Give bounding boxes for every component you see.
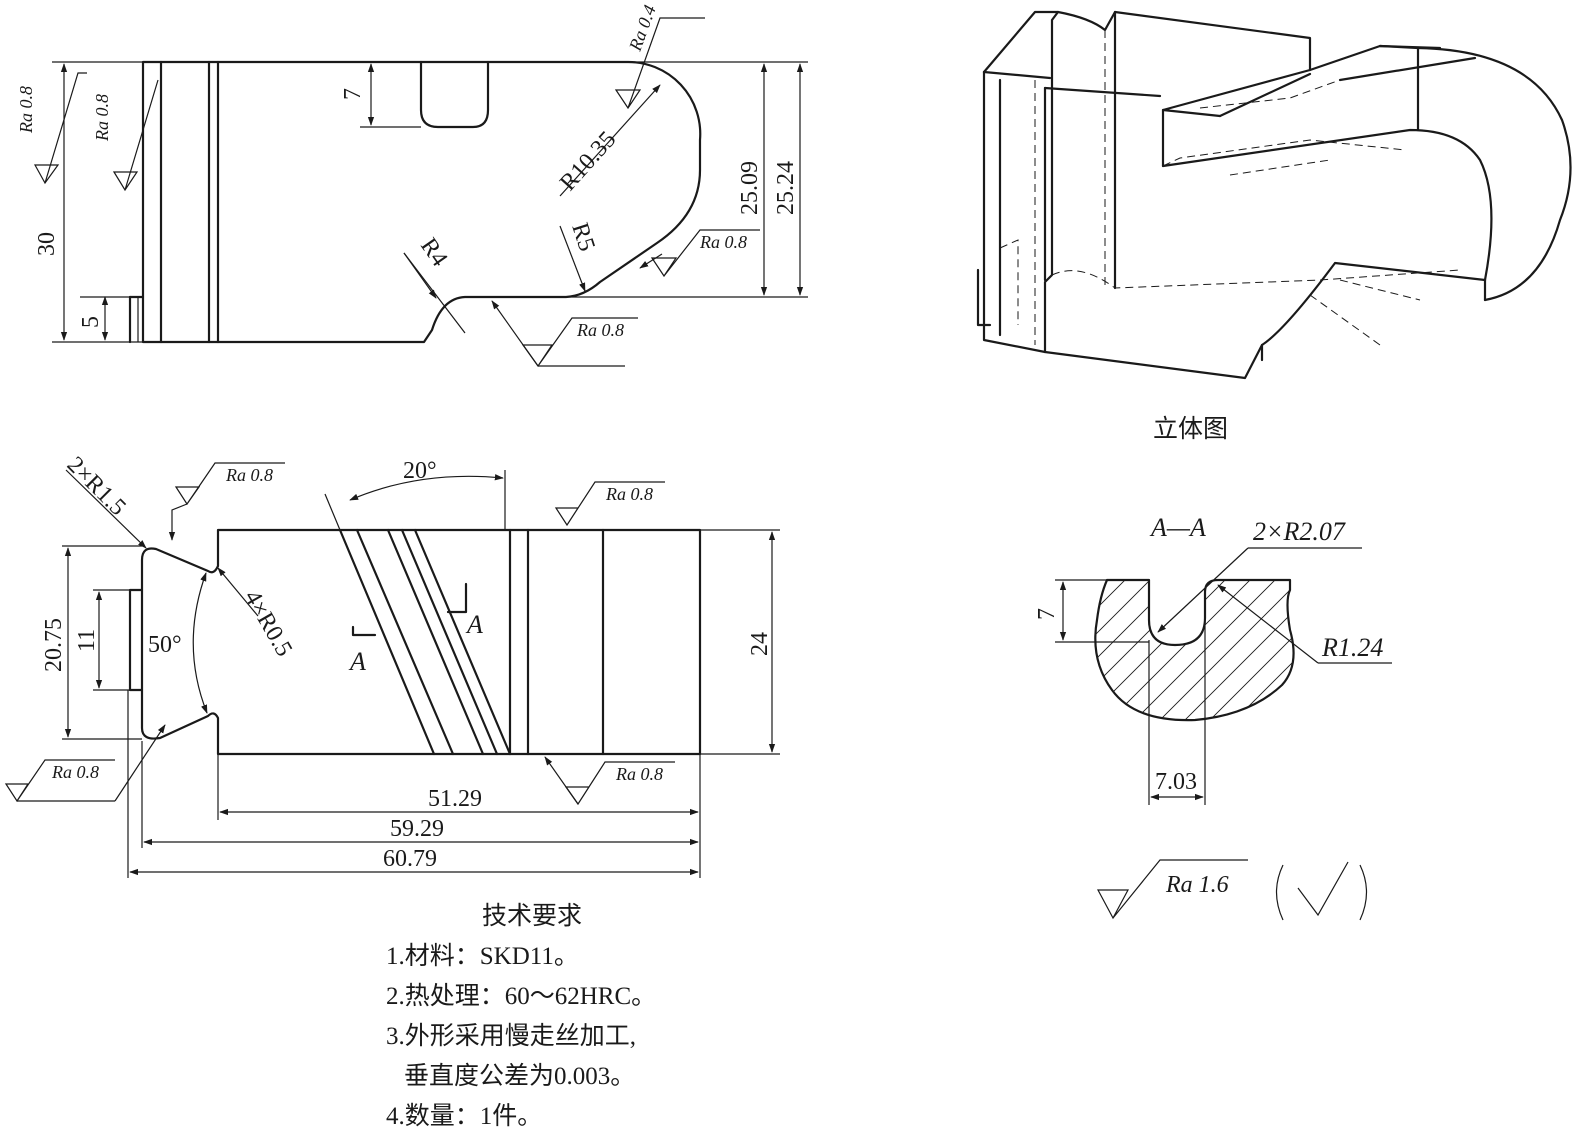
svg-text:Ra 0.8: Ra 0.8 (225, 465, 273, 485)
dim-51-29: 51.29 (428, 786, 482, 812)
tech-item: 2.热处理：60～62HRC。 (386, 982, 656, 1010)
svg-text:Ra 1.6: Ra 1.6 (1165, 872, 1229, 898)
dim-30: 30 (34, 232, 60, 256)
sec-dim-7-03: 7.03 (1155, 769, 1197, 795)
sec-dim-7: 7 (1034, 608, 1060, 620)
radius-r1-24: R1.24 (1321, 633, 1383, 662)
angle-50: 50° (148, 632, 182, 658)
dim-25-09: 25.09 (737, 161, 763, 215)
section-mark-a: A (465, 610, 483, 639)
svg-text:Ra 0.8: Ra 0.8 (16, 86, 36, 134)
front-view-outline (141, 60, 702, 344)
dim-7: 7 (340, 88, 366, 100)
roughness-symbol: Ra 0.8 (639, 229, 760, 278)
dim-60-79: 60.79 (383, 846, 437, 872)
dim-59-29: 59.29 (390, 816, 444, 842)
radius-r4: R4 (415, 234, 452, 272)
tech-item: 3.外形采用慢走丝加工, (386, 1022, 636, 1050)
roughness-symbol: Ra 0.8 (544, 756, 675, 806)
svg-text:Ra 0.8: Ra 0.8 (51, 762, 99, 782)
svg-text:Ra 0.8: Ra 0.8 (605, 484, 653, 504)
front-view: 30 5 7 25.09 25.24 R10.35 R5 R4 Ra 0.8 (16, 2, 808, 368)
dim-24: 24 (747, 632, 773, 656)
top-view: A A 20° 50° 2×R1.5 4×R0.5 20.75 11 24 (4, 452, 780, 878)
section-mark-a: A (348, 647, 366, 676)
svg-text:Ra 0.8: Ra 0.8 (615, 764, 663, 784)
svg-text:Ra 0.4: Ra 0.4 (625, 2, 660, 54)
angle-20: 20° (403, 458, 437, 484)
dim-11: 11 (74, 629, 100, 652)
tech-item: 垂直度公差为0.003。 (404, 1062, 635, 1090)
tech-requirements: 技术要求 1.材料：SKD11。 2.热处理：60～62HRC。 3.外形采用慢… (386, 902, 656, 1130)
radius-r5: R5 (566, 220, 599, 255)
dim-5: 5 (78, 316, 104, 328)
roughness-symbol: Ra 0.8 (92, 79, 159, 192)
radius-4xr0-5: 4×R0.5 (239, 586, 297, 661)
dim-20-75: 20.75 (41, 618, 67, 672)
front-slot (419, 60, 490, 129)
general-roughness: Ra 1.6 (1096, 859, 1368, 921)
section-title: A—A (1149, 513, 1206, 542)
top-view-outline (140, 528, 702, 756)
radius-2xr2-07: 2×R2.07 (1253, 517, 1346, 546)
roughness-symbol: Ra 0.4 (614, 2, 705, 110)
svg-text:Ra 0.8: Ra 0.8 (576, 320, 624, 340)
tech-item: 4.数量：1件。 (386, 1102, 542, 1130)
roughness-symbol: Ra 0.8 (554, 481, 665, 527)
tech-item: 1.材料：SKD11。 (386, 942, 579, 970)
roughness-symbol: Ra 0.8 (491, 300, 638, 368)
svg-text:Ra 0.8: Ra 0.8 (92, 94, 112, 142)
tech-title: 技术要求 (482, 902, 582, 930)
dim-25-24: 25.24 (773, 161, 799, 215)
roughness-symbol: Ra 0.8 (4, 724, 166, 803)
svg-text:Ra 0.8: Ra 0.8 (699, 232, 747, 252)
radius-2xr1-5: 2×R1.5 (62, 452, 131, 521)
iso-caption: 立体图 (1153, 415, 1228, 443)
section-view: A—A 7 7.03 2×R2.07 (1034, 513, 1392, 805)
radius-r10-35: R10.35 (555, 127, 621, 196)
isometric-view: 立体图 (976, 10, 1572, 443)
roughness-symbol: Ra 0.8 (16, 72, 87, 185)
roughness-symbol: Ra 0.8 (168, 462, 285, 541)
section-outline (1094, 578, 1295, 722)
